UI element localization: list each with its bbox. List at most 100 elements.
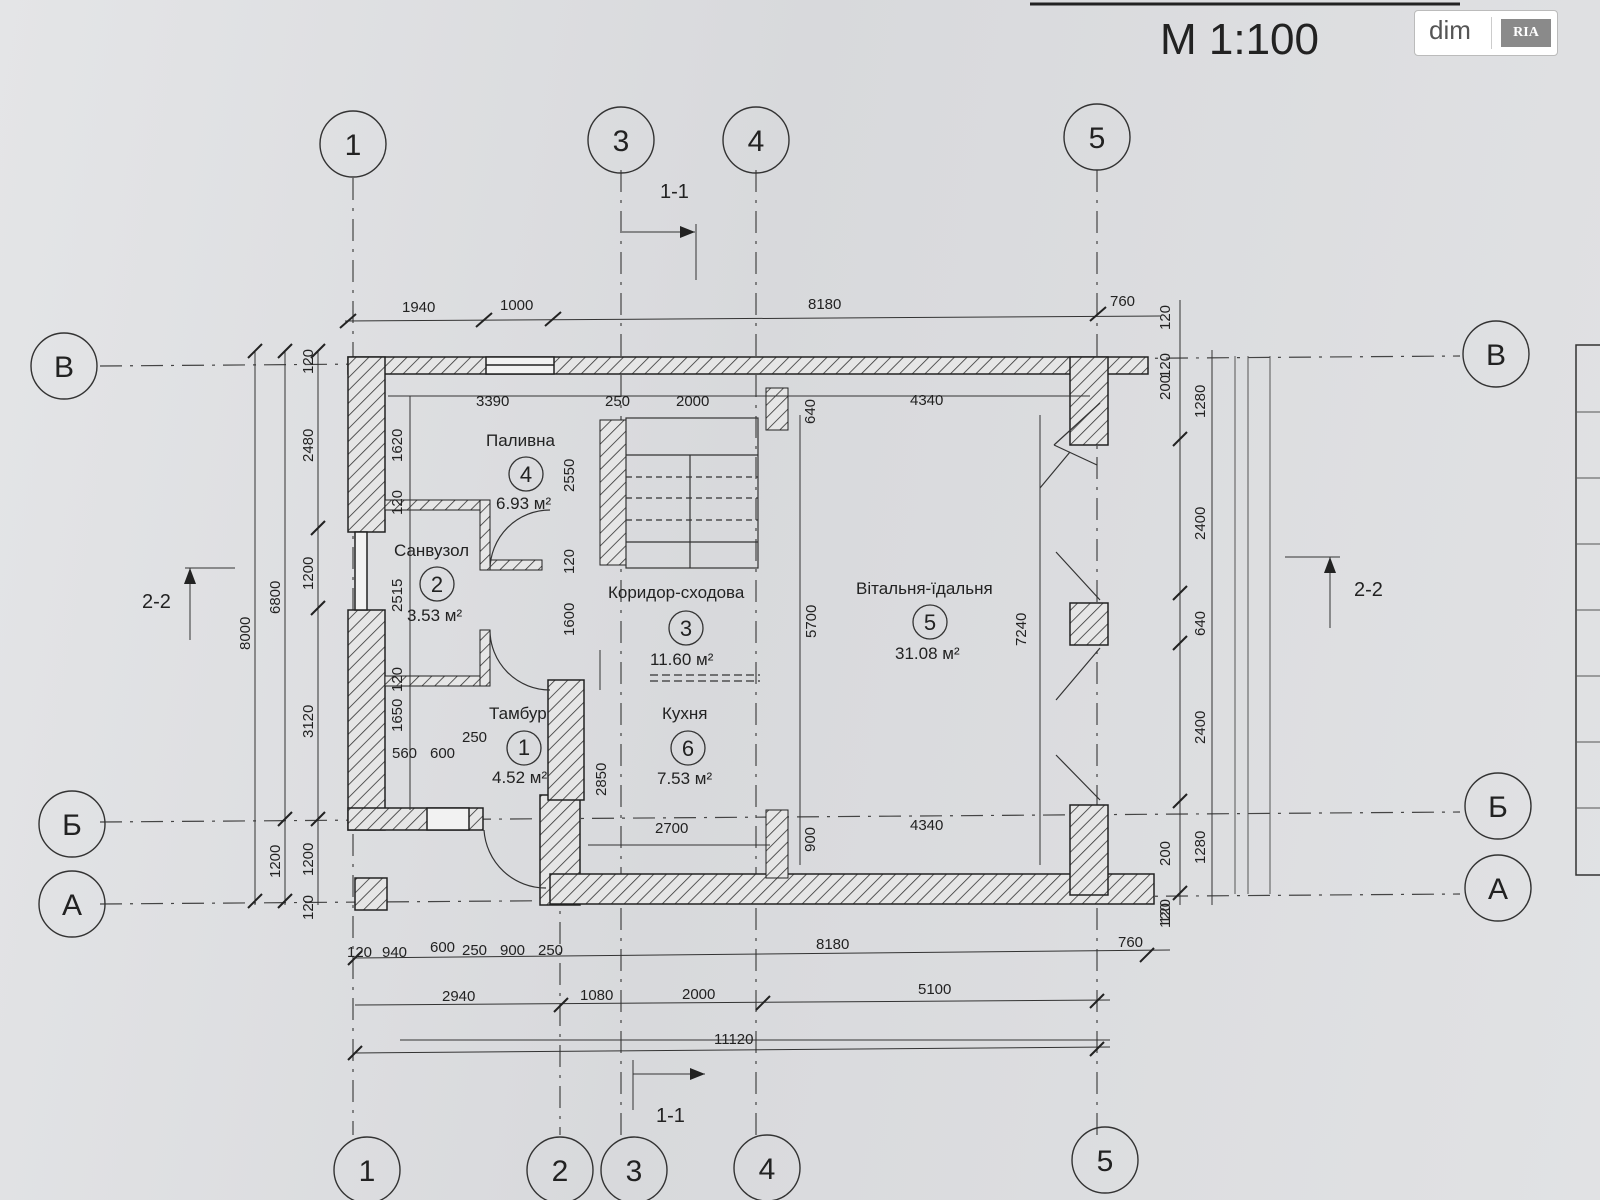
dim-ib-900: 900 <box>802 827 819 852</box>
dim-r-120b: 120 <box>1157 899 1174 924</box>
dim-li-1620: 1620 <box>389 429 406 462</box>
staircase <box>625 417 760 682</box>
room-6-name: Кухня <box>662 704 708 723</box>
dim-r-640: 640 <box>1192 611 1209 636</box>
axis-left-a: А <box>62 889 82 922</box>
dim-ib-2700: 2700 <box>655 820 688 837</box>
dim-inner-250: 250 <box>605 393 630 410</box>
room-2-area: 3.53 м² <box>407 606 462 625</box>
exterior-walls <box>347 356 1155 911</box>
room-2-number: 2 <box>431 572 443 597</box>
room-6-number: 6 <box>682 736 694 761</box>
section-arrows <box>184 226 1336 1080</box>
porch-lines <box>1234 344 1600 894</box>
room-1-area: 4.52 м² <box>492 768 547 787</box>
dim-left-2480: 2480 <box>300 429 317 462</box>
dim-b2-1080: 1080 <box>580 987 613 1004</box>
dim-inner-2000: 2000 <box>676 393 709 410</box>
dim-top-120: 120 <box>1157 305 1174 330</box>
room-3-number: 3 <box>680 616 692 641</box>
room-5-name: Вітальня-їдальня <box>856 579 993 598</box>
dim-c-5700: 5700 <box>803 605 820 638</box>
axis-top-3: 3 <box>613 125 630 158</box>
axis-right-b: Б <box>1488 791 1508 824</box>
axis-right-a: А <box>1488 873 1508 906</box>
dimension-lines <box>185 224 1340 1110</box>
grid-lines <box>99 170 1461 1135</box>
dim-b1-760: 760 <box>1118 934 1143 951</box>
dim-b2-2940: 2940 <box>442 988 475 1005</box>
axis-left-b: Б <box>62 809 82 842</box>
room-3-area: 11.60 м² <box>650 650 714 669</box>
section-2-2-left: 2-2 <box>142 591 171 613</box>
watermark-brand: dim <box>1429 15 1471 45</box>
axis-bubbles <box>30 103 1532 1200</box>
room-6-area: 7.53 м² <box>657 769 712 788</box>
axis-top-5: 5 <box>1089 122 1106 155</box>
dim-b1-250b: 250 <box>538 942 563 959</box>
axis-bottom-3: 3 <box>626 1155 643 1188</box>
axis-bottom-4: 4 <box>759 1153 776 1186</box>
dim-r-200b: 200 <box>1157 841 1174 866</box>
dim-left-8000: 8000 <box>237 617 254 650</box>
dim-r-1280a: 1280 <box>1192 385 1209 418</box>
dim-left-120b: 120 <box>300 895 317 920</box>
dim-inner-4340: 4340 <box>910 392 943 409</box>
dim-li-2515: 2515 <box>389 579 406 612</box>
axis-top-4: 4 <box>748 125 765 158</box>
room-4-name: Паливна <box>486 431 556 450</box>
dim-left-120a: 120 <box>300 349 317 374</box>
dim-b2-5100: 5100 <box>918 981 951 998</box>
dim-b3-11120: 11120 <box>714 1031 754 1048</box>
dim-r-2400b: 2400 <box>1192 711 1209 744</box>
dim-inner-3390: 3390 <box>476 393 509 410</box>
dim-left-1200a: 1200 <box>300 557 317 590</box>
ria-logo-icon: RIA <box>1501 19 1551 47</box>
dim-c-2550: 2550 <box>561 459 578 492</box>
dimension-texts: 1940 1000 8180 760 120 3390 250 2000 434… <box>237 293 1209 1048</box>
dim-left-1200c: 1200 <box>300 843 317 876</box>
dim-c-1600: 1600 <box>561 603 578 636</box>
dim-inner-640: 640 <box>802 399 819 424</box>
watermark-divider <box>1491 17 1492 49</box>
axis-top-1: 1 <box>345 129 362 162</box>
windows <box>354 356 555 831</box>
dim-li-1650: 1650 <box>389 699 406 732</box>
dim-ib-4340: 4340 <box>910 817 943 834</box>
section-labels: 1-1 1-1 2-2 2-2 <box>142 181 1383 1127</box>
room-1-name: Тамбур <box>489 704 547 723</box>
axis-labels: 1 3 4 5 1 2 3 4 5 В Б А В Б А <box>54 122 1508 1188</box>
dim-c-7240: 7240 <box>1013 613 1030 646</box>
dim-ib-560: 560 <box>392 745 417 762</box>
section-1-1-top: 1-1 <box>660 181 689 203</box>
room-number-circles <box>419 456 948 766</box>
dim-left-1200b: 1200 <box>267 845 284 878</box>
dim-r-120a: 120 <box>1157 353 1174 378</box>
dim-li-120b: 120 <box>389 667 406 692</box>
axis-left-v: В <box>54 351 74 384</box>
dim-b1-940: 940 <box>382 944 407 961</box>
room-4-area: 6.93 м² <box>496 494 551 513</box>
axis-bottom-1: 1 <box>359 1155 376 1188</box>
dim-ib-250: 250 <box>462 729 487 746</box>
axis-bottom-2: 2 <box>552 1155 569 1188</box>
room-labels: Тамбур 1 4.52 м² Санвузол 2 3.53 м² Кори… <box>394 431 993 788</box>
watermark-badge: dim RIA <box>1414 10 1558 56</box>
room-2-name: Санвузол <box>394 541 469 560</box>
dim-b1-120b: 120 <box>1157 903 1174 928</box>
section-1-1-bottom: 1-1 <box>656 1105 685 1127</box>
dim-b1-120: 120 <box>347 944 372 961</box>
dim-b2-2000: 2000 <box>682 986 715 1003</box>
dim-c-120: 120 <box>561 549 578 574</box>
dim-left-3120: 3120 <box>300 705 317 738</box>
scale-label: М 1:100 <box>1160 15 1319 64</box>
section-2-2-right: 2-2 <box>1354 579 1383 601</box>
dim-r-1280b: 1280 <box>1192 831 1209 864</box>
dim-b1-8180: 8180 <box>816 936 849 953</box>
axis-bottom-5: 5 <box>1097 1145 1114 1178</box>
dim-left-6800: 6800 <box>267 581 284 614</box>
dim-li-120a: 120 <box>389 490 406 515</box>
dim-ib-600: 600 <box>430 745 455 762</box>
dim-b1-600: 600 <box>430 939 455 956</box>
